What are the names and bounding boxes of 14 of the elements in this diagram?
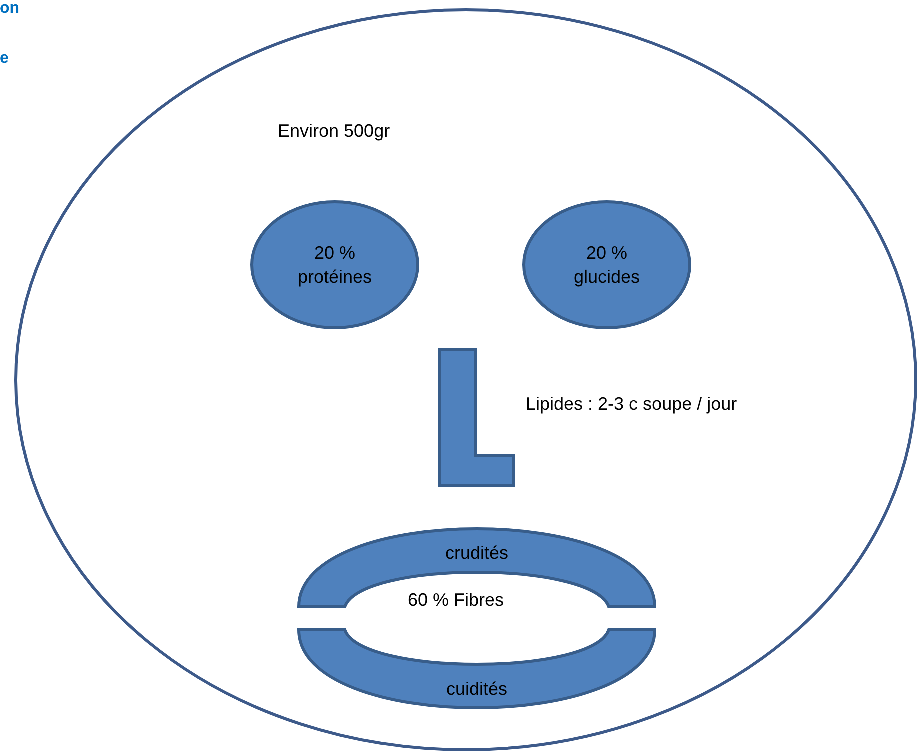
mouth-text: 60 % Fibres bbox=[408, 590, 504, 611]
weight-text: Environ 500gr bbox=[278, 121, 390, 142]
nose-shape bbox=[438, 348, 516, 488]
eye-ellipse bbox=[250, 200, 420, 330]
shape-label: cuidités bbox=[445, 679, 509, 700]
caption-text: Lipides : 2-3 c soupe / jour bbox=[526, 394, 738, 415]
lower-lip-band bbox=[297, 628, 657, 710]
shape-label: 20 % glucides bbox=[572, 242, 642, 289]
shape-label: crudités bbox=[444, 543, 510, 564]
shape-label: 20 % protéines bbox=[296, 242, 374, 289]
partial-heading-text: on bbox=[0, 0, 20, 18]
partial-heading-text: e bbox=[0, 50, 9, 68]
upper-lip-band bbox=[297, 527, 657, 609]
eye-ellipse bbox=[522, 200, 692, 330]
